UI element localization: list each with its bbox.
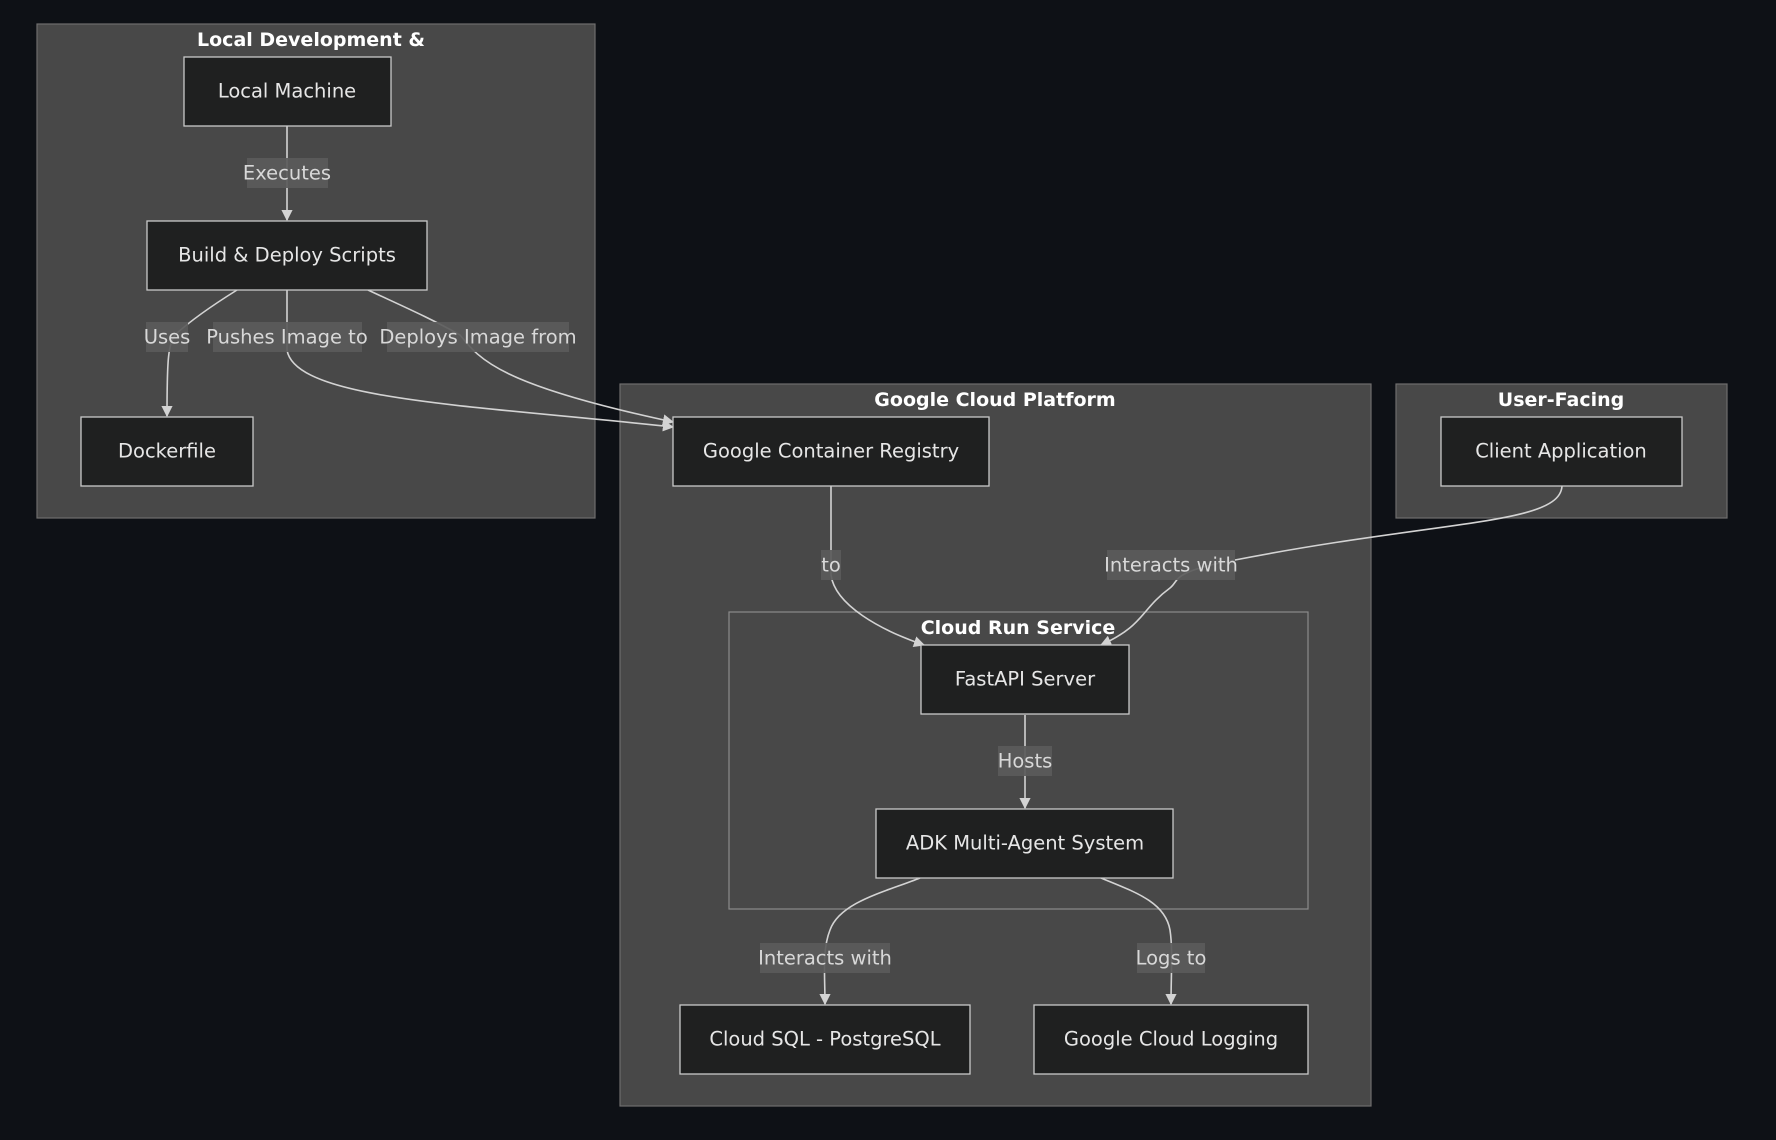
node-dockerfile[interactable]: Dockerfile [80, 416, 254, 487]
svg-text:Pushes Image to: Pushes Image to [206, 326, 368, 349]
edge-pushes-image [286, 290, 675, 432]
node-google-cloud-logging-label: Google Cloud Logging [1064, 1028, 1278, 1051]
svg-text:Interacts with: Interacts with [1104, 554, 1238, 577]
group-google-cloud-platform-title: Google Cloud Platform [874, 389, 1115, 411]
edge-label-client-interacts: Interacts with [1104, 550, 1238, 580]
svg-text:Hosts: Hosts [998, 750, 1053, 773]
node-local-machine[interactable]: Local Machine [183, 56, 392, 127]
group-local-development-title: Local Development & [197, 29, 425, 51]
svg-text:Executes: Executes [243, 162, 331, 185]
group-cloud-run-service-title: Cloud Run Service [921, 617, 1116, 639]
svg-text:to: to [821, 554, 841, 577]
edge-label-deploys-image: Deploys Image from [379, 322, 577, 352]
node-client-application-label: Client Application [1475, 440, 1647, 463]
node-adk-multi-agent-system[interactable]: ADK Multi-Agent System [875, 808, 1174, 879]
edge-labels: Executes Uses Pushes Image to Deploys Im… [144, 158, 1238, 973]
edge-label-uses: Uses [144, 322, 191, 352]
edge-label-hosts: Hosts [998, 746, 1053, 776]
node-google-cloud-logging[interactable]: Google Cloud Logging [1033, 1004, 1309, 1075]
node-client-application[interactable]: Client Application [1440, 416, 1683, 487]
svg-text:Uses: Uses [144, 326, 191, 349]
svg-text:Deploys Image from: Deploys Image from [379, 326, 576, 349]
node-build-deploy-scripts-label: Build & Deploy Scripts [178, 244, 396, 267]
node-local-machine-label: Local Machine [218, 80, 356, 103]
svg-text:Interacts with: Interacts with [758, 947, 892, 970]
edge-label-executes: Executes [243, 158, 331, 188]
node-adk-multi-agent-system-label: ADK Multi-Agent System [906, 832, 1144, 855]
edge-label-pushes-image: Pushes Image to [206, 322, 368, 352]
edge-logs-to [1100, 877, 1177, 1006]
node-build-deploy-scripts[interactable]: Build & Deploy Scripts [146, 220, 428, 291]
edge-label-adk-interacts: Interacts with [758, 943, 892, 973]
node-google-container-registry-label: Google Container Registry [703, 440, 959, 463]
edge-adk-interacts [819, 877, 921, 1006]
node-dockerfile-label: Dockerfile [118, 440, 216, 463]
edge-label-to: to [821, 550, 841, 580]
node-cloud-sql-postgresql-label: Cloud SQL - PostgreSQL [709, 1028, 940, 1051]
node-cloud-sql-postgresql[interactable]: Cloud SQL - PostgreSQL [679, 1004, 971, 1075]
node-google-container-registry[interactable]: Google Container Registry [672, 416, 990, 487]
node-fastapi-server[interactable]: FastAPI Server [920, 644, 1130, 715]
edge-label-logs-to: Logs to [1136, 943, 1207, 973]
svg-text:Logs to: Logs to [1136, 947, 1207, 970]
node-fastapi-server-label: FastAPI Server [955, 668, 1096, 691]
group-user-facing-title: User-Facing [1498, 389, 1624, 411]
